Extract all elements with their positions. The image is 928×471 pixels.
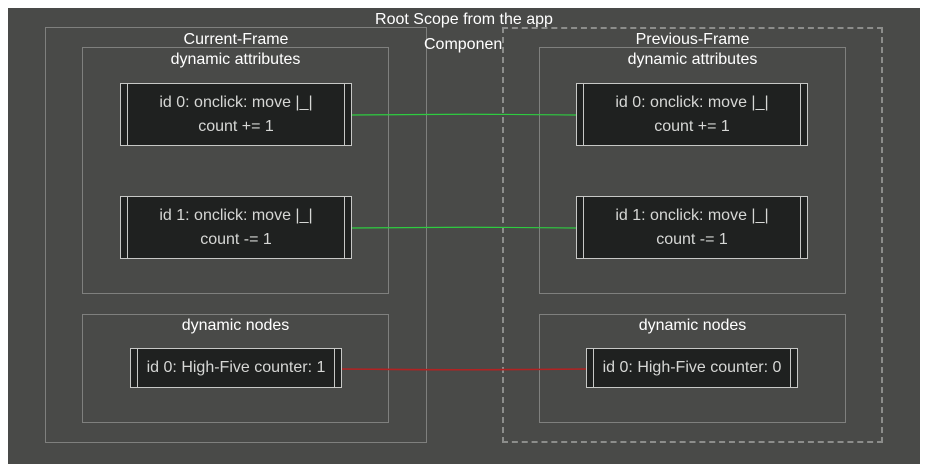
attribute-1-edge	[351, 226, 577, 229]
previous-frame	[502, 27, 883, 443]
previous-nodes-label: dynamic nodes	[638, 317, 747, 334]
component-label: Componen	[424, 36, 503, 53]
root-scope-label: Root Scope from the app	[375, 11, 553, 28]
current-nodes-label: dynamic nodes	[181, 317, 290, 334]
current-attributes-section	[82, 47, 389, 294]
current-attribute-1-line1: id 1: onclick: move |_|	[159, 206, 313, 224]
current-node-0-text: id 0: High-Five counter: 1	[146, 359, 326, 376]
current-attribute-1-line2: count -= 1	[200, 230, 272, 248]
previous-frame-title: Previous-Frame	[635, 31, 750, 48]
current-frame	[45, 27, 427, 443]
current-node-0: id 0: High-Five counter: 1	[130, 348, 342, 388]
current-nodes-section	[82, 314, 389, 423]
current-frame-title: Current-Frame	[183, 31, 289, 48]
previous-attributes-section	[539, 47, 846, 294]
current-attribute-0-line1: id 0: onclick: move |_|	[159, 93, 313, 111]
previous-attribute-0-line1: id 0: onclick: move |_|	[615, 93, 769, 111]
attribute-0-edge	[351, 113, 577, 116]
previous-attribute-1-line2: count -= 1	[656, 230, 728, 248]
previous-attribute-0-line2: count += 1	[654, 117, 730, 135]
current-attribute-1: id 1: onclick: move |_| count -= 1	[120, 196, 352, 259]
previous-attribute-1: id 1: onclick: move |_| count -= 1	[576, 196, 808, 259]
previous-attribute-1-line1: id 1: onclick: move |_|	[615, 206, 769, 224]
current-attribute-0: id 0: onclick: move |_| count += 1	[120, 83, 352, 146]
previous-nodes-section	[539, 314, 846, 423]
previous-attributes-label: dynamic attributes	[627, 51, 758, 68]
node-0-edge	[341, 368, 587, 371]
previous-node-0: id 0: High-Five counter: 0	[586, 348, 798, 388]
current-attributes-label: dynamic attributes	[170, 51, 301, 68]
previous-node-0-text: id 0: High-Five counter: 0	[602, 359, 782, 376]
previous-attribute-0: id 0: onclick: move |_| count += 1	[576, 83, 808, 146]
current-attribute-0-line2: count += 1	[198, 117, 274, 135]
